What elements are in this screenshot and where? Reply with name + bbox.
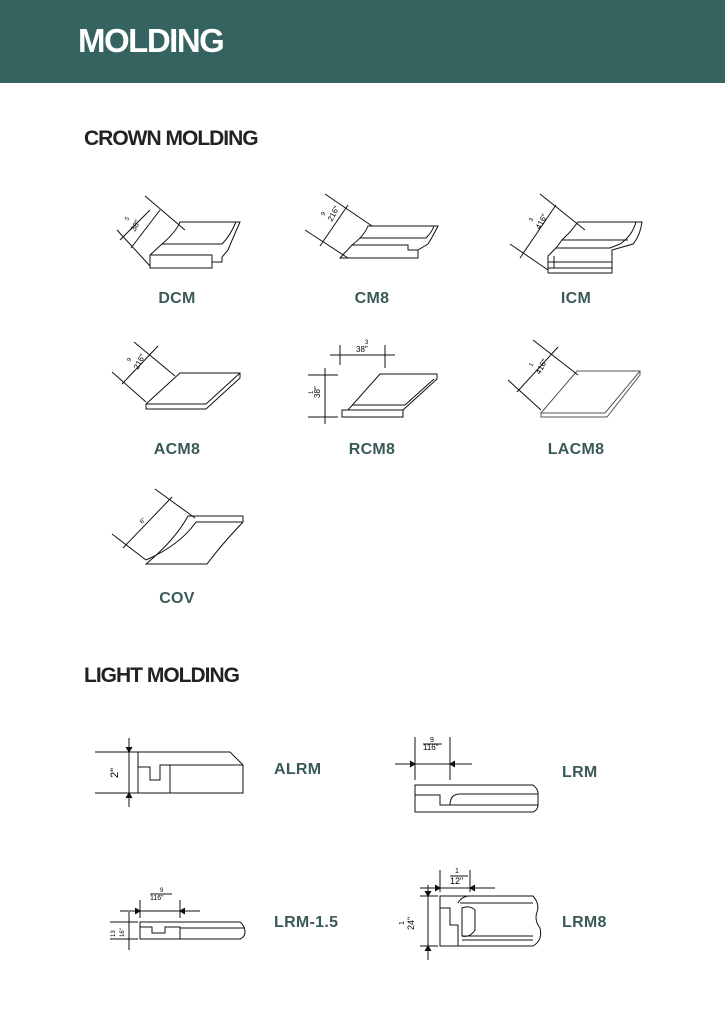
rcm8-side-dim-fraction: 1 [309, 390, 315, 394]
acm8-dim-label: 216" [132, 352, 148, 371]
alrm-dimension: 2" [95, 738, 138, 807]
product-code-lrm8: LRM8 [562, 914, 607, 931]
dcm-profile-drawing: 38" 5 [116, 195, 241, 269]
cm8-dim-label: 216" [326, 204, 342, 223]
page-title: MOLDING [78, 22, 225, 59]
cov-dim-label: 6" [139, 517, 147, 525]
dcm-dim-fraction: 5 [124, 216, 131, 222]
product-code-cm8: CM8 [354, 290, 390, 307]
cm8-dim-fraction: 9 [320, 211, 327, 217]
header-banner: MOLDING [0, 0, 725, 83]
product-code-rcm8: RCM8 [348, 441, 396, 458]
alrm-dim-label: 2" [109, 768, 121, 778]
icm-profile-drawing: 416" 3 [509, 193, 643, 274]
rcm8-top-dim-fraction: 3 [365, 340, 369, 346]
dcm-dim-label: 38" [129, 218, 143, 233]
lrm-1-5-side-dim-fraction: 13 [111, 930, 117, 937]
alrm-profile-drawing: 2" [95, 738, 244, 807]
lrm-1-5-side-dim-label: 16" [120, 928, 126, 937]
icm-dim-label: 416" [534, 212, 550, 231]
cm8-profile-drawing: 216" 9 [304, 193, 439, 259]
lacm8-profile-drawing: 416" 1 [507, 339, 641, 418]
dcm-dimension: 38" 5 [116, 195, 186, 267]
lacm8-dimension: 416" 1 [507, 339, 579, 411]
cov-dimension: 6" [111, 488, 196, 561]
lrm8-dimension: 24" 1 12" 1 [399, 868, 495, 960]
lrm-1-5-profile-drawing: 116" 9 16" 13 [110, 888, 246, 950]
product-code-dcm: DCM [158, 290, 196, 307]
product-code-cov: COV [159, 590, 195, 607]
acm8-dimension: 216" 9 [111, 341, 176, 403]
lrm-profile-drawing: 116" 9 [395, 737, 539, 813]
product-code-lrm: LRM [562, 764, 598, 781]
cov-profile-drawing: 6" [111, 488, 244, 565]
light-molding-heading: LIGHT MOLDING [84, 664, 240, 687]
lrm8-dim-fraction: 1 [455, 868, 459, 875]
product-code-acm8: ACM8 [153, 441, 201, 458]
crown-molding-heading: CROWN MOLDING [84, 127, 259, 150]
rcm8-side-dim-label: 38" [313, 386, 322, 398]
product-code-lacm8: LACM8 [547, 441, 605, 458]
acm8-dim-fraction: 9 [126, 357, 133, 363]
lrm8-dim-label: 12" [450, 876, 463, 886]
lrm8-profile-drawing: 24" 1 12" 1 [399, 868, 542, 960]
lrm8-side-dim-fraction: 1 [399, 921, 406, 925]
product-code-icm: ICM [560, 290, 592, 307]
lrm-dim-label: 116" [423, 743, 439, 752]
acm8-profile-drawing: 216" 9 [111, 341, 241, 410]
lrm-1-5-dim-label: 116" [150, 895, 164, 902]
rcm8-top-dim-label: 38" [356, 345, 368, 354]
rcm8-profile-drawing: 38" 3 38" 1 [308, 340, 438, 424]
icm-dimension: 416" 3 [509, 193, 586, 271]
lrm8-side-dim-label: 24" [406, 917, 416, 930]
product-code-lrm-1-5: LRM-1.5 [274, 914, 339, 931]
lrm-1-5-dimension: 116" 9 16" 13 [110, 888, 200, 950]
icm-dim-fraction: 3 [528, 217, 535, 223]
lrm-dimension: 116" 9 [395, 737, 472, 780]
lacm8-dim-label: 416" [534, 357, 550, 376]
lrm-dim-fraction: 9 [430, 737, 434, 744]
lrm-1-5-dim-fraction: 9 [160, 888, 164, 894]
cm8-dimension: 216" 9 [304, 193, 373, 259]
rcm8-dimension: 38" 3 38" 1 [308, 340, 395, 424]
product-code-alrm: ALRM [274, 761, 322, 778]
lacm8-dim-fraction: 1 [528, 362, 535, 368]
